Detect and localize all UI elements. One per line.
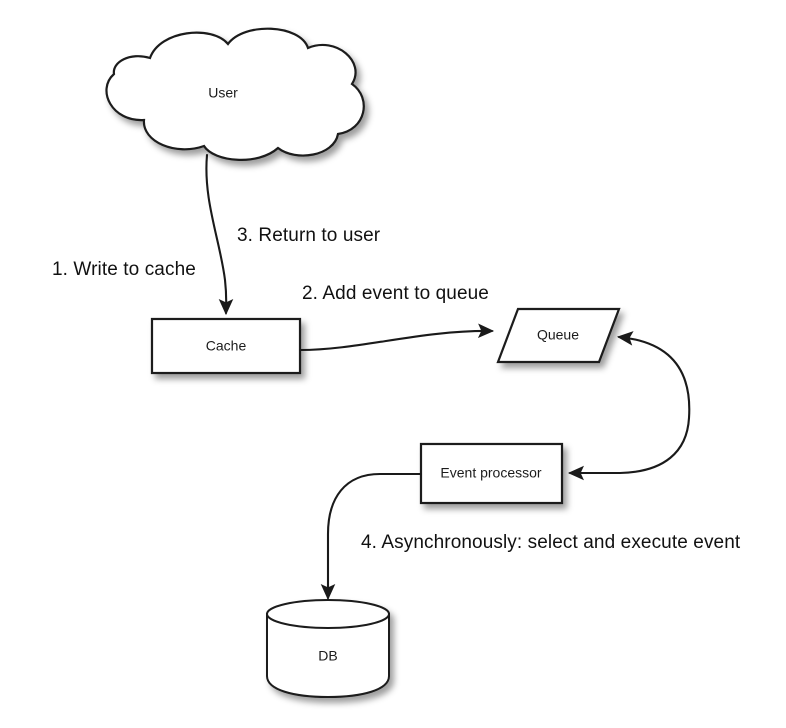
edge-event-processor-to-db[interactable] bbox=[320, 472, 423, 601]
node-user[interactable]: User bbox=[105, 27, 365, 161]
edge-queue-event-processor-loop[interactable] bbox=[567, 331, 691, 481]
step-label-2: 2. Add event to queue bbox=[302, 283, 489, 304]
db-cylinder-top bbox=[266, 599, 390, 629]
db-cylinder-body bbox=[266, 613, 390, 699]
user-label: User bbox=[208, 85, 238, 101]
step-label-1: 1. Write to cache bbox=[52, 259, 196, 280]
cache-box-shape bbox=[150, 317, 302, 375]
queue-label: Queue bbox=[537, 327, 579, 343]
node-event-processor[interactable]: Event processor bbox=[419, 442, 564, 505]
db-label: DB bbox=[318, 648, 337, 664]
cache-label: Cache bbox=[206, 338, 247, 354]
step-label-4: 4. Asynchronously: select and execute ev… bbox=[361, 532, 741, 553]
node-db[interactable]: DB bbox=[266, 599, 390, 699]
node-queue[interactable]: Queue bbox=[496, 307, 621, 364]
edge-cache-to-queue[interactable] bbox=[298, 323, 495, 352]
node-cache[interactable]: Cache bbox=[150, 317, 302, 375]
event-processor-box-shape bbox=[419, 442, 564, 505]
event-processor-label: Event processor bbox=[440, 465, 541, 481]
user-cloud-shape bbox=[105, 27, 365, 161]
step-label-3: 3. Return to user bbox=[237, 225, 381, 246]
edge-user-to-cache[interactable] bbox=[205, 153, 234, 316]
